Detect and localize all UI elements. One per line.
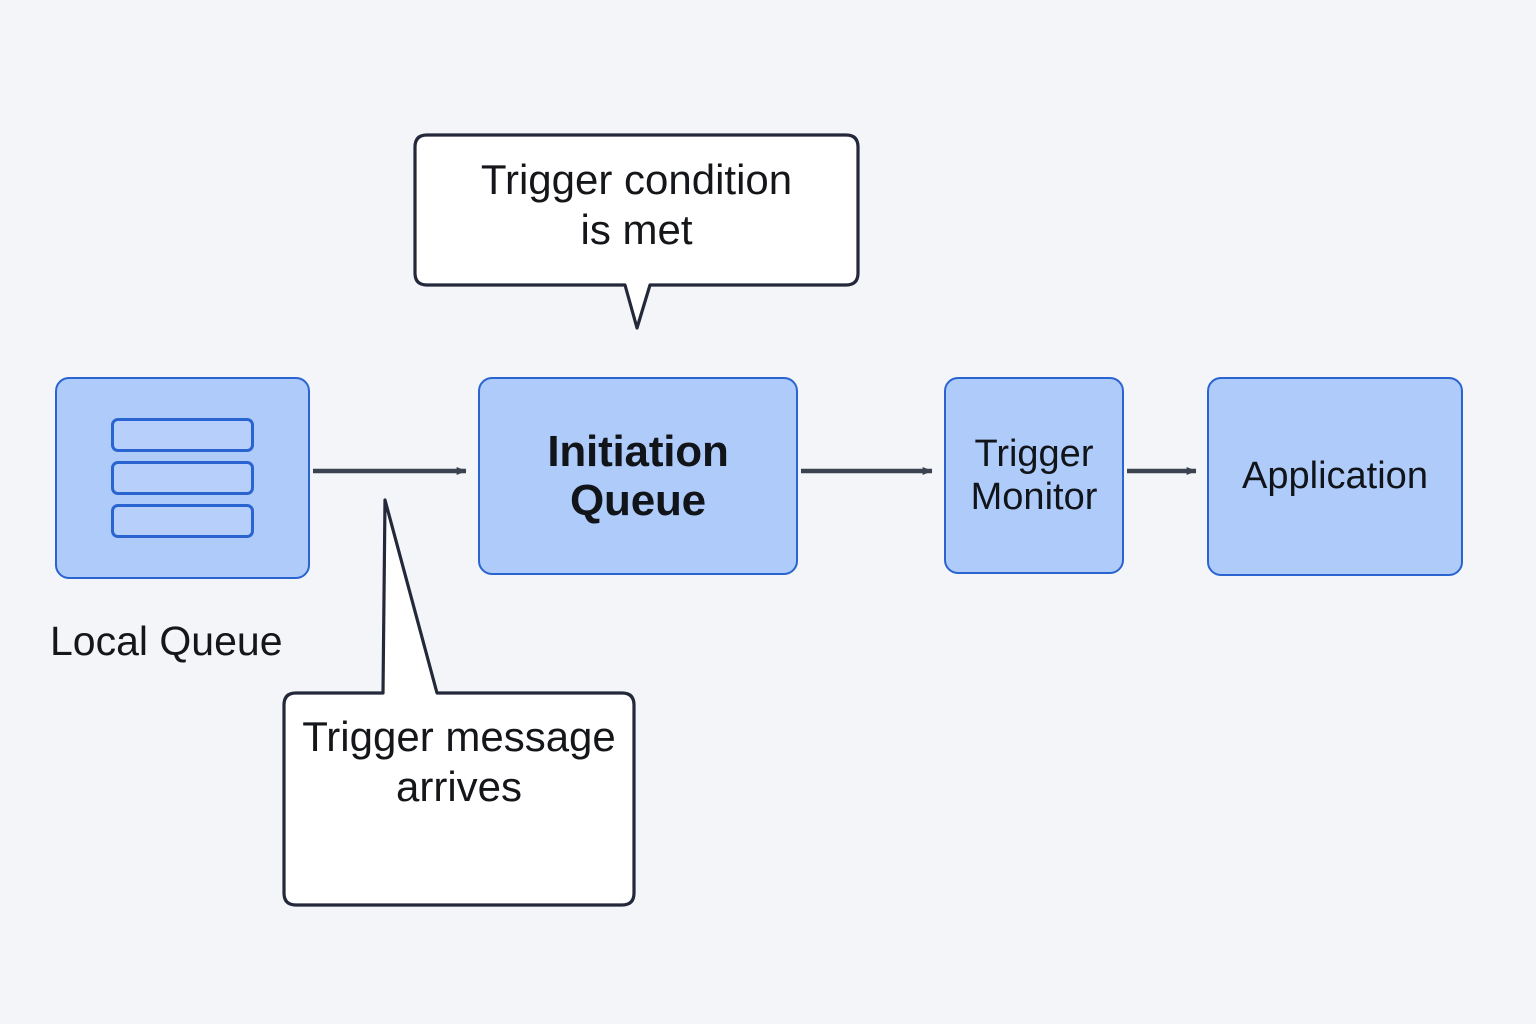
message-stack-icon-bar-3 (111, 504, 254, 538)
trigger-message-callout-text: Trigger message arrives (302, 713, 616, 810)
trigger-condition-callout-text: Trigger condition is met (480, 156, 793, 253)
message-stack-icon-bar-1 (111, 418, 254, 452)
node-local-queue-label: Local Queue (50, 618, 283, 664)
node-application-label: Application (1242, 455, 1428, 498)
trigger-condition-callout-bubble (413, 133, 860, 330)
node-initiation-queue-label: Initiation Queue (547, 426, 729, 525)
node-local-queue[interactable] (55, 377, 310, 579)
node-application[interactable]: Application (1207, 377, 1463, 576)
message-stack-icon-bar-2 (111, 461, 254, 495)
node-trigger-monitor-label: Trigger Monitor (970, 432, 1098, 518)
node-trigger-monitor[interactable]: Trigger Monitor (944, 377, 1124, 574)
node-initiation-queue[interactable]: Initiation Queue (478, 377, 798, 575)
trigger-message-callout-bubble (282, 498, 636, 907)
